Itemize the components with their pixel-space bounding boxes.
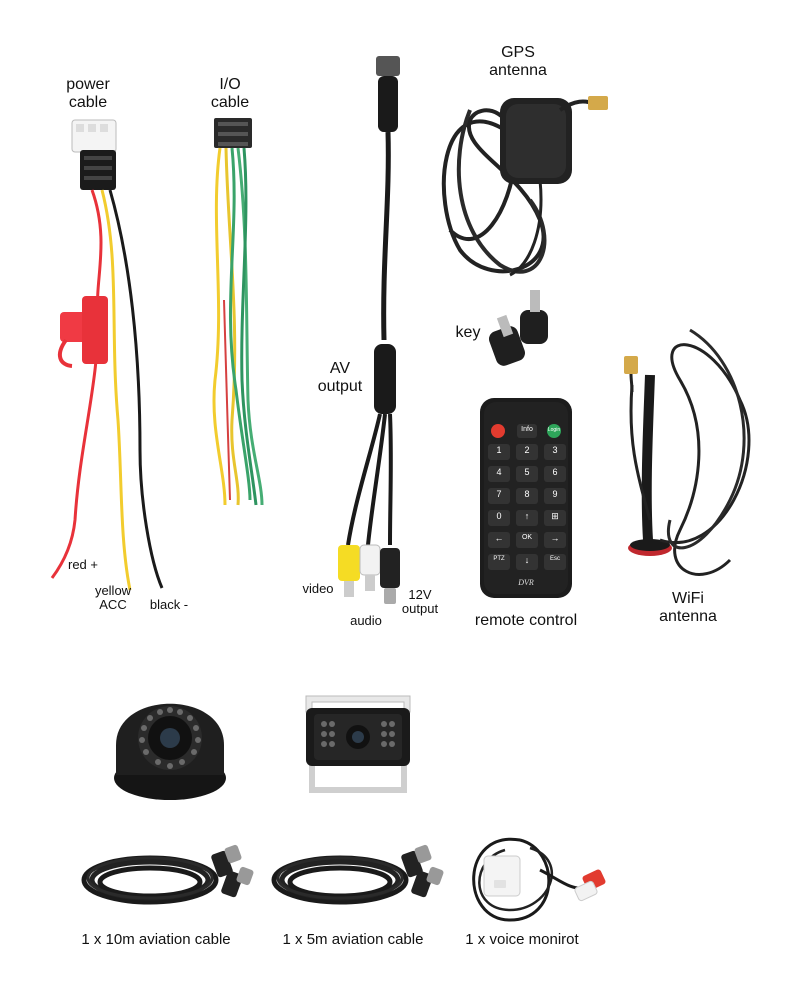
av-output-label-line1: AV — [329, 360, 351, 377]
av-output-label-line2: output — [317, 377, 363, 395]
remote-ptz-button: PTZ — [493, 556, 505, 562]
remote-esc-button: Esc — [549, 556, 560, 562]
12v-output-label-line2: output — [401, 601, 439, 617]
remote-ok-button: OK — [521, 534, 533, 541]
red-wire-label: red + — [68, 557, 98, 572]
av-output-cable — [338, 56, 400, 604]
wifi-antenna-label-line2: antenna — [659, 607, 717, 625]
dome-camera — [114, 703, 226, 800]
grid-icon: ⊞ — [551, 511, 559, 521]
12v-output-label-line1: 12V — [408, 587, 432, 602]
12v-output-label: 12V output — [396, 587, 444, 617]
power-cable — [50, 119, 164, 591]
gps-antenna — [441, 96, 608, 277]
remote-button-6: 6 — [552, 467, 558, 477]
remote-button-1: 1 — [496, 445, 502, 455]
remote-button-3: 3 — [552, 445, 558, 455]
gps-antenna-label-line1: GPS — [501, 44, 535, 61]
audio-label: audio — [350, 613, 382, 628]
video-label: video — [302, 581, 334, 596]
remote-info-button: Info — [521, 426, 533, 433]
yellow-wire-label-line2: ACC — [99, 597, 127, 613]
remote-control — [480, 398, 572, 598]
remote-button-5: 5 — [524, 467, 530, 477]
yellow-wire-label-line1: yellow — [94, 583, 132, 598]
gps-antenna-label-line2: antenna — [489, 61, 547, 79]
power-cable-label: power cable — [56, 76, 120, 111]
av-output-label: AV output — [308, 360, 372, 395]
aviation-cable-10m-label: 1 x 10m aviation cable — [81, 931, 231, 948]
remote-brand: DVR — [518, 578, 534, 587]
remote-button-4: 4 — [496, 467, 502, 477]
wifi-antenna-label: WiFi antenna — [650, 590, 726, 625]
remote-control-label: remote control — [474, 612, 578, 629]
aviation-cable-5m-label: 1 x 5m aviation cable — [282, 931, 424, 948]
remote-button-7: 7 — [496, 489, 502, 499]
io-cable-label-line1: I/O — [219, 76, 241, 93]
io-cable-label: I/O cable — [202, 76, 258, 111]
wifi-antenna-label-line1: WiFi — [672, 590, 704, 607]
aviation-cable-10m — [81, 844, 254, 905]
yellow-wire-label: yellow ACC — [86, 583, 140, 613]
remote-button-2: 2 — [524, 445, 530, 455]
aviation-cable-5m — [271, 844, 444, 905]
box-camera — [305, 695, 411, 793]
gps-antenna-label: GPS antenna — [478, 44, 558, 79]
arrow-up-icon: ↑ — [524, 511, 530, 521]
voice-monitor-label: 1 x voice monirot — [465, 931, 579, 948]
remote-button-8: 8 — [524, 489, 530, 499]
arrow-right-icon: → — [550, 533, 560, 543]
io-cable-label-line2: cable — [210, 93, 250, 111]
key-label: key — [455, 324, 481, 341]
remote-button-0: 0 — [496, 511, 502, 521]
io-cable — [212, 118, 264, 506]
voice-monitor — [472, 837, 606, 922]
power-cable-label-line1: power — [66, 76, 110, 93]
black-wire-label: black - — [149, 597, 189, 612]
arrow-left-icon: ← — [494, 533, 504, 543]
arrow-down-icon: ↓ — [524, 555, 530, 565]
remote-login-button: Login — [547, 427, 561, 433]
remote-buttons-overlay: Info Login 1 2 3 4 5 6 7 8 9 0 ↑ ⊞ ← OK … — [480, 398, 572, 598]
remote-button-9: 9 — [552, 489, 558, 499]
key-icon — [489, 290, 548, 366]
fuse-holder-icon — [57, 296, 108, 368]
power-cable-label-line2: cable — [68, 93, 108, 111]
wifi-antenna — [624, 328, 751, 576]
